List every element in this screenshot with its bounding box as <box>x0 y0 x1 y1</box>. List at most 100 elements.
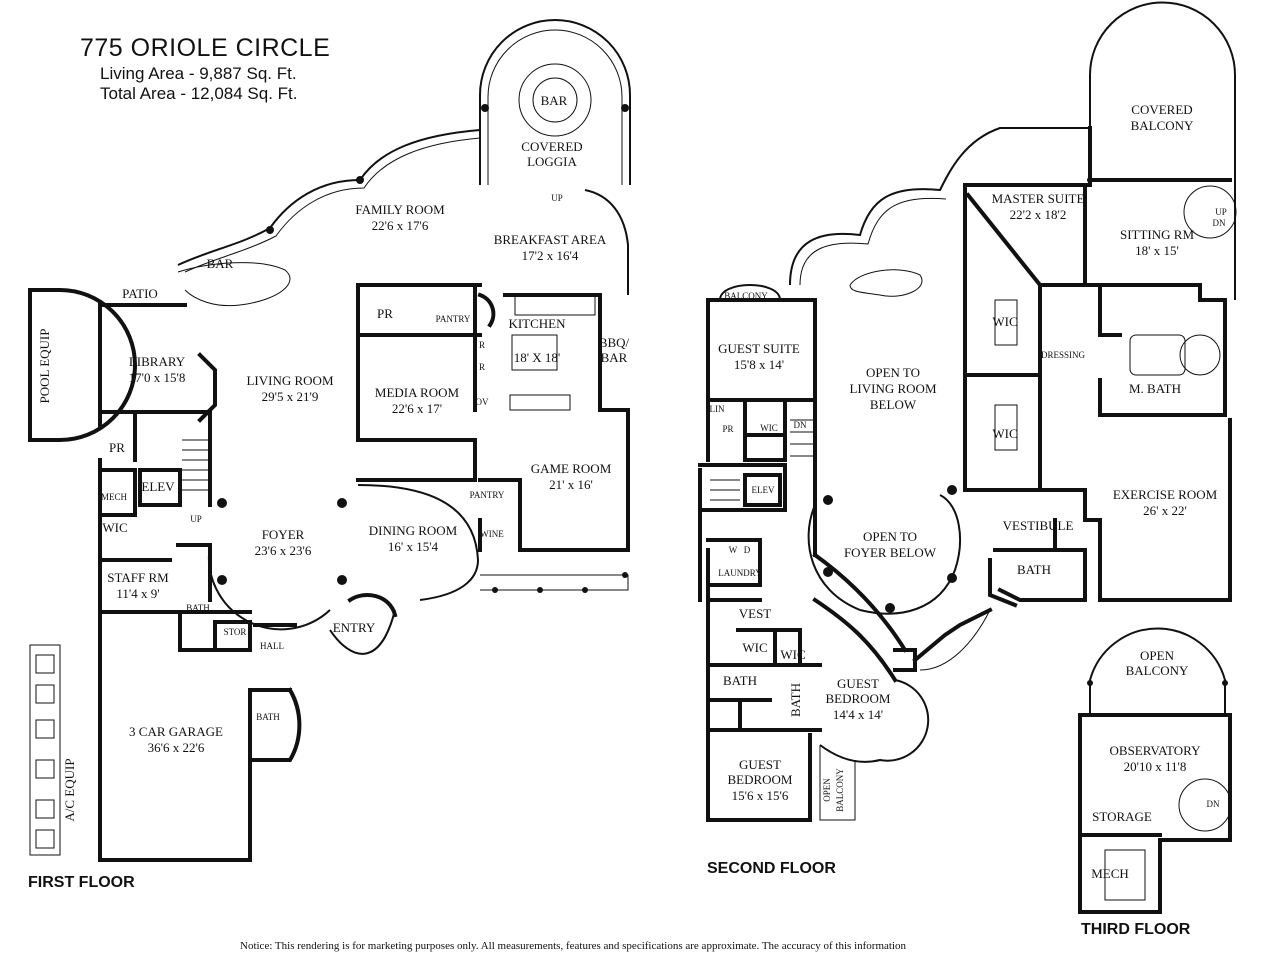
label-wic-master-b: WIC <box>992 426 1017 441</box>
label-guest-suite: GUEST SUITE <box>718 341 800 356</box>
label-bath-vestibule: BATH <box>1017 562 1051 577</box>
first-floor-walls <box>28 19 631 862</box>
label-master-suite-size: 22'2 x 18'2 <box>1010 207 1067 222</box>
label-open-foyer-1: OPEN TO <box>863 529 917 544</box>
label-kitchen: KITCHEN <box>508 316 566 331</box>
label-bar-loggia: BAR <box>541 93 568 108</box>
label-dressing: DRESSING <box>1041 350 1086 360</box>
label-hall: HALL <box>260 641 284 651</box>
label-w: W <box>729 545 738 555</box>
label-covered-balcony-1: COVERED <box>1131 102 1192 117</box>
label-covered-loggia-1: COVERED <box>521 139 582 154</box>
label-up-first: UP <box>190 514 202 524</box>
living-area-label: Living Area - 9,887 Sq. Ft. <box>100 64 297 83</box>
label-media-room: MEDIA ROOM <box>375 385 460 400</box>
label-sitting-rm: SITTING RM <box>1120 227 1194 242</box>
label-living-room-size: 29'5 x 21'9 <box>262 389 319 404</box>
label-bar-patio: BAR <box>207 256 234 271</box>
label-wic-second-b: WIC <box>742 640 767 655</box>
label-open-living-2: LIVING ROOM <box>849 381 936 396</box>
label-garage-size: 36'6 x 22'6 <box>148 740 205 755</box>
label-stor: STOR <box>224 627 247 637</box>
third-floor-label: THIRD FLOOR <box>1081 921 1191 938</box>
label-guest-bedroom-1a: GUEST <box>837 676 879 691</box>
label-family-room-size: 22'6 x 17'6 <box>372 218 429 233</box>
label-open-balcony-side-2: BALCONY <box>835 768 845 812</box>
label-living-room: LIVING ROOM <box>246 373 333 388</box>
label-guest-bedroom-2c: 15'6 x 15'6 <box>732 788 789 803</box>
label-bbq: BBQ/ <box>599 335 630 350</box>
label-dn-second: DN <box>794 420 807 430</box>
label-open-foyer-2: FOYER BELOW <box>844 545 937 560</box>
label-lin: LIN <box>710 404 725 414</box>
label-mech-first: MECH <box>101 492 128 502</box>
label-wic-second-a: WIC <box>760 423 778 433</box>
second-floor-walls <box>698 1 1237 822</box>
label-bath-garage: BATH <box>256 712 280 722</box>
label-pr-second: PR <box>722 424 733 434</box>
label-master-suite: MASTER SUITE <box>992 191 1085 206</box>
first-floor-label: FIRST FLOOR <box>28 874 135 891</box>
label-open-living-1: OPEN TO <box>866 365 920 380</box>
label-guest-bedroom-2a: GUEST <box>739 757 781 772</box>
label-covered-loggia-2: LOGGIA <box>527 154 577 169</box>
third-floor-walls <box>1078 627 1232 914</box>
label-storage: STORAGE <box>1092 809 1152 824</box>
label-vestibule: VESTIBULE <box>1003 518 1074 533</box>
label-balcony-guest: BALCONY <box>724 291 768 301</box>
label-covered-balcony-2: BALCONY <box>1131 118 1194 133</box>
label-staff-rm: STAFF RM <box>107 570 169 585</box>
label-guest-bedroom-1c: 14'4 x 14' <box>833 707 883 722</box>
label-r2: R <box>479 362 485 372</box>
label-open-balcony-top-2: BALCONY <box>1126 663 1189 678</box>
label-wic-second-c: WIC <box>780 647 805 662</box>
label-pantry-dining: PANTRY <box>470 490 505 500</box>
label-breakfast-area: BREAKFAST AREA <box>494 232 607 247</box>
label-library: LIBRARY <box>129 354 186 369</box>
label-ac-equip: A/C EQUIP <box>62 758 77 821</box>
label-mech-third: MECH <box>1091 866 1129 881</box>
label-m-bath: M. BATH <box>1129 381 1181 396</box>
second-floor-label: SECOND FLOOR <box>707 860 836 877</box>
label-guest-bedroom-1b: BEDROOM <box>825 691 890 706</box>
label-patio: PATIO <box>122 286 158 301</box>
total-area-label: Total Area - 12,084 Sq. Ft. <box>100 84 298 103</box>
label-ov: OV <box>476 397 489 407</box>
label-dn-third: DN <box>1207 799 1220 809</box>
label-staff-rm-size: 11'4 x 9' <box>116 586 159 601</box>
label-up-loggia: UP <box>551 193 563 203</box>
label-pantry-first: PANTRY <box>436 314 471 324</box>
label-guest-bedroom-2b: BEDROOM <box>727 772 792 787</box>
label-game-room: GAME ROOM <box>531 461 612 476</box>
label-wic-master-a: WIC <box>992 314 1017 329</box>
label-pool-equip: POOL EQUIP <box>37 329 52 404</box>
label-open-balcony-side-1: OPEN <box>822 778 832 802</box>
label-laundry: LAUNDRY <box>718 568 762 578</box>
label-foyer-size: 23'6 x 23'6 <box>255 543 312 558</box>
address-title: 775 ORIOLE CIRCLE <box>80 34 331 62</box>
label-library-size: 17'0 x 15'8 <box>129 370 186 385</box>
label-bath-second-a: BATH <box>723 673 757 688</box>
label-dining-room-size: 16' x 15'4 <box>388 539 439 554</box>
label-game-room-size: 21' x 16' <box>549 477 593 492</box>
label-r1: R <box>479 340 485 350</box>
label-breakfast-area-size: 17'2 x 16'4 <box>522 248 579 263</box>
label-exercise-room: EXERCISE ROOM <box>1113 487 1218 502</box>
label-up-master: UP <box>1215 207 1227 217</box>
label-dn-master: DN <box>1213 218 1226 228</box>
label-kitchen-size: 18' X 18' <box>514 350 561 365</box>
label-d: D <box>744 545 751 555</box>
label-observatory-size: 20'10 x 11'8 <box>1124 759 1187 774</box>
label-elev-first: ELEV <box>141 479 175 494</box>
label-exercise-room-size: 26' x 22' <box>1143 503 1187 518</box>
label-wic-first: WIC <box>102 520 127 535</box>
label-wine: WINE <box>480 529 504 539</box>
label-foyer: FOYER <box>262 527 305 542</box>
label-garage: 3 CAR GARAGE <box>129 724 223 739</box>
label-entry: ENTRY <box>333 620 376 635</box>
label-open-balcony-top-1: OPEN <box>1140 648 1175 663</box>
label-media-room-size: 22'6 x 17' <box>392 401 442 416</box>
label-observatory: OBSERVATORY <box>1110 743 1202 758</box>
label-pr-mech: PR <box>109 440 125 455</box>
